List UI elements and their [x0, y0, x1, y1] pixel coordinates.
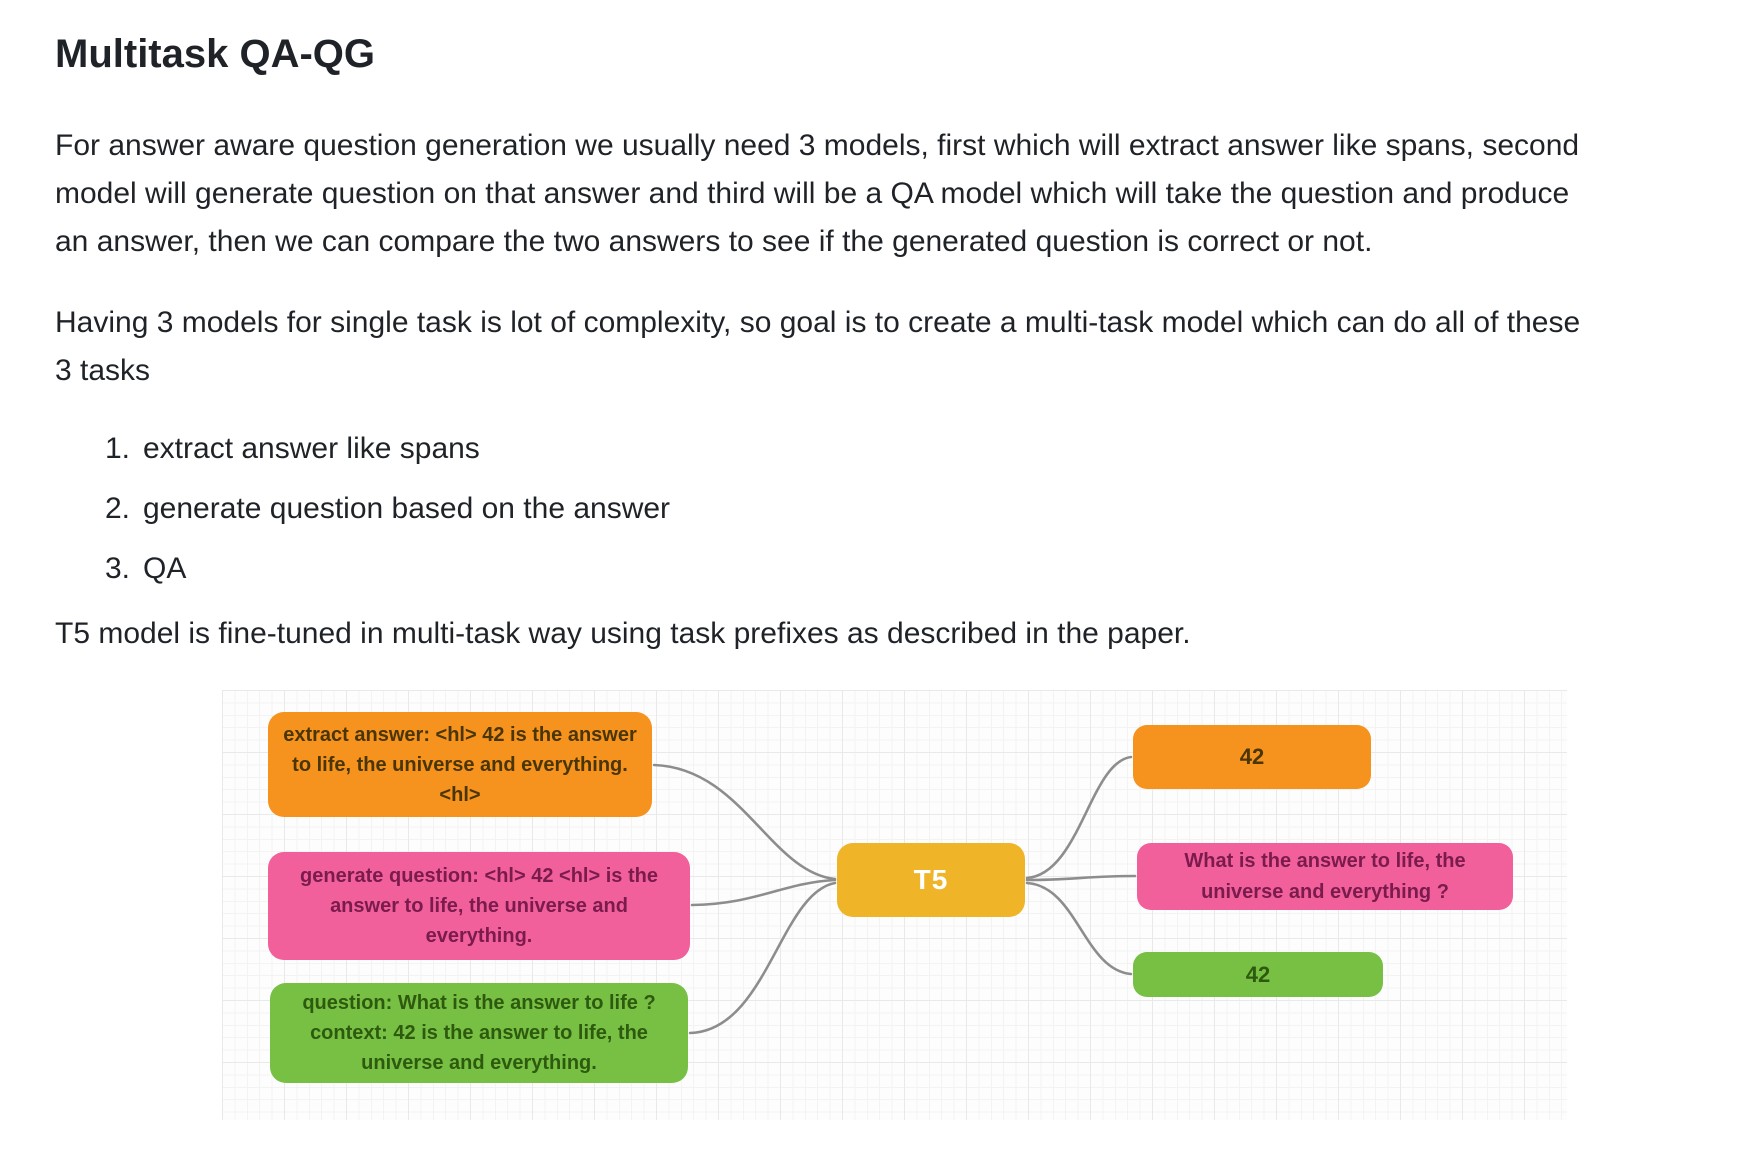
connector-t5-to-answer [1025, 881, 1133, 976]
list-item-label: generate question based on the answer [143, 492, 671, 525]
page-title: Multitask QA-QG [55, 32, 376, 76]
task-list: 1. extract answer like spans 2. generate… [55, 425, 1595, 605]
list-item: 1. extract answer like spans [55, 425, 1595, 473]
list-item-label: extract answer like spans [143, 432, 480, 465]
list-item-number: 3. [104, 552, 130, 585]
output-node-generated-question: What is the answer to life, the universe… [1137, 843, 1513, 910]
list-item-number: 2. [104, 492, 130, 525]
connector-t5-to-question [1025, 874, 1137, 882]
connector-t5-to-answer-span [1025, 755, 1133, 880]
output-node-answer: 42 [1133, 952, 1383, 997]
t5-description-paragraph: T5 model is fine-tuned in multi-task way… [55, 617, 1191, 650]
connector-qa-to-t5 [688, 881, 837, 1035]
list-item-number: 1. [104, 432, 130, 465]
list-item-label: QA [143, 552, 187, 585]
connector-generate-to-t5 [690, 878, 837, 907]
multitask-diagram-image: extract answer: <hl> 42 is the answer to… [222, 690, 1567, 1120]
list-item: 2. generate question based on the answer [55, 485, 1595, 533]
t5-model-node: T5 [837, 843, 1025, 917]
output-node-answer-span: 42 [1133, 725, 1371, 789]
input-node-extract-answer: extract answer: <hl> 42 is the answer to… [268, 712, 652, 817]
input-node-generate-question: generate question: <hl> 42 <hl> is the a… [268, 852, 690, 960]
goal-paragraph: Having 3 models for single task is lot o… [55, 306, 1581, 387]
intro-paragraph: For answer aware question generation we … [55, 129, 1580, 258]
input-node-qa: question: What is the answer to life ? c… [270, 983, 688, 1083]
list-item: 3. QA [55, 545, 1595, 593]
